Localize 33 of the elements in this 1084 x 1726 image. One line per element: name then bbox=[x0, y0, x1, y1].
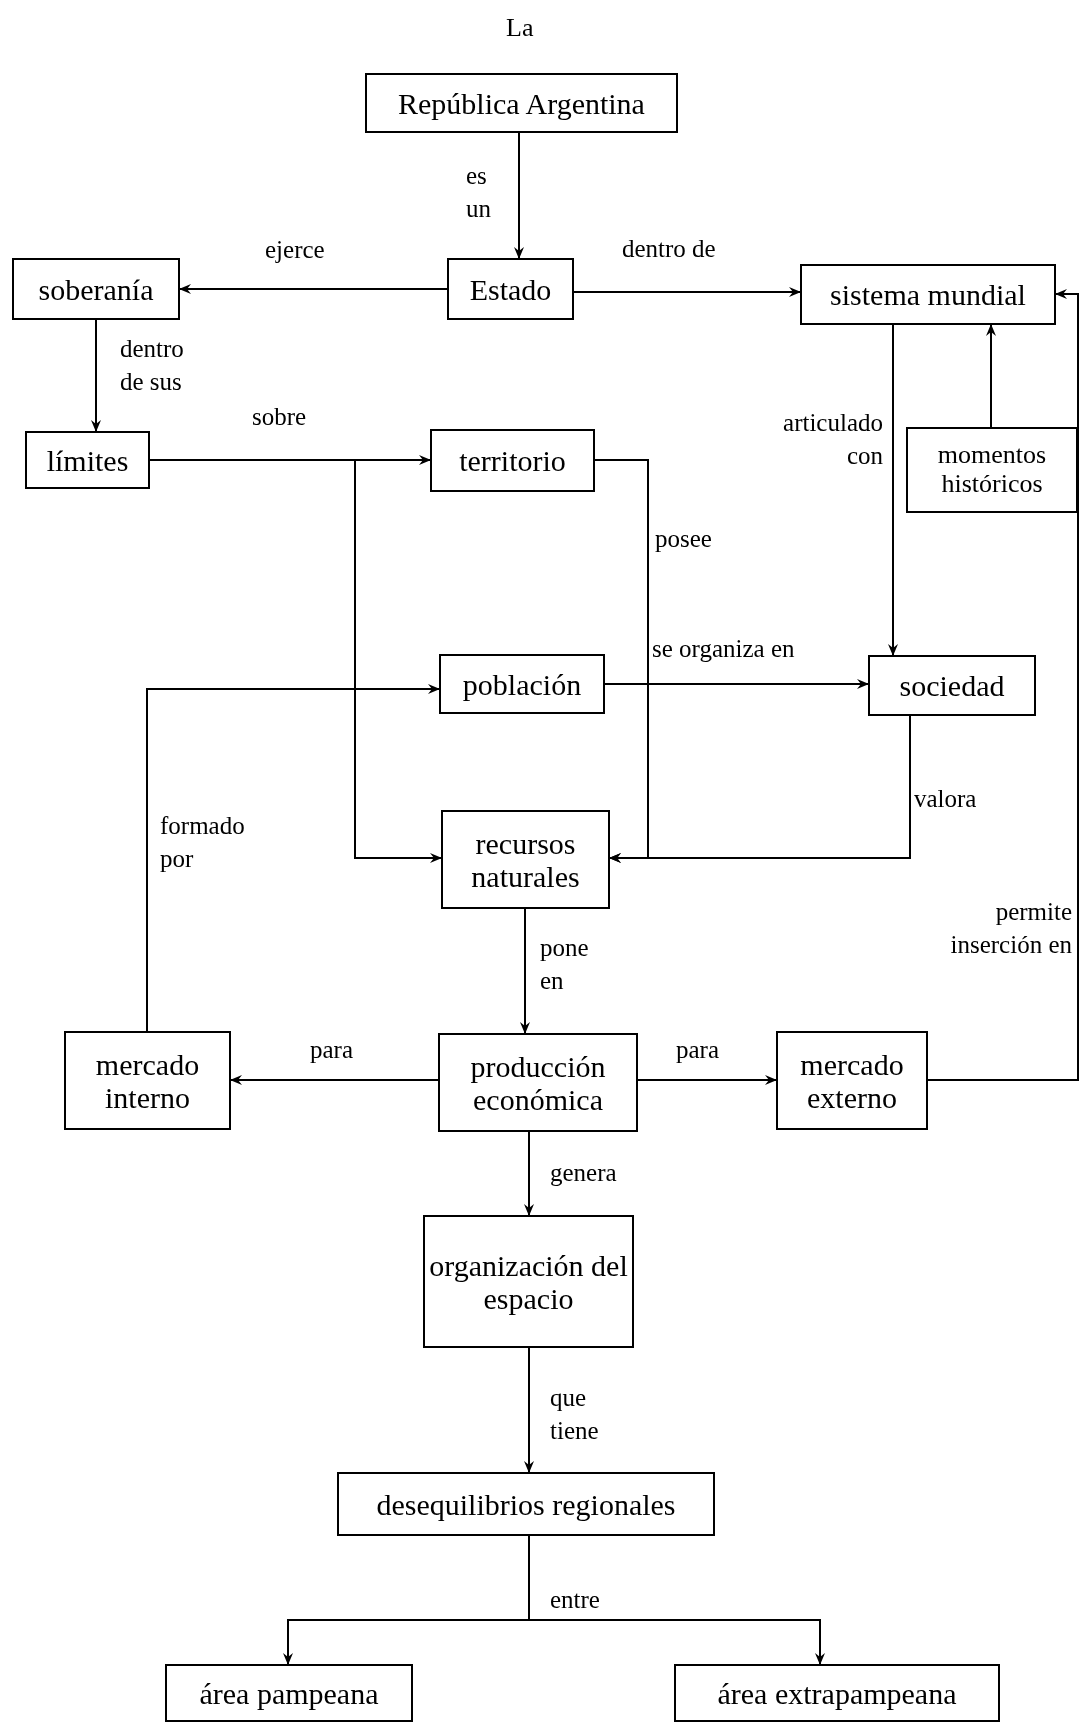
arrow bbox=[609, 715, 911, 863]
arrow bbox=[520, 908, 530, 1034]
arrow bbox=[91, 319, 101, 432]
heading-word: La bbox=[506, 12, 534, 44]
concept-box: límites bbox=[25, 431, 150, 489]
arrow bbox=[927, 289, 1079, 1081]
arrow bbox=[524, 1347, 534, 1473]
concept-box: recursos naturales bbox=[441, 810, 610, 909]
concept-box: mercado externo bbox=[776, 1031, 928, 1130]
arrow bbox=[986, 324, 996, 428]
arrow bbox=[514, 132, 524, 259]
arrow bbox=[573, 287, 801, 297]
concept-box: soberanía bbox=[12, 258, 180, 320]
arrow bbox=[230, 1075, 439, 1085]
concept-box: mercado interno bbox=[64, 1031, 231, 1130]
arrow bbox=[604, 679, 869, 689]
concept-box: República Argentina bbox=[365, 73, 678, 133]
arrow bbox=[524, 1131, 534, 1216]
concept-box: desequilibrios regionales bbox=[337, 1472, 715, 1536]
concept-box: producción económica bbox=[438, 1033, 638, 1132]
concept-box: área extrapampeana bbox=[674, 1664, 1000, 1722]
concept-box: sistema mundial bbox=[800, 264, 1056, 325]
concept-box: momentos históricos bbox=[906, 427, 1078, 513]
arrow bbox=[888, 324, 898, 656]
arrow bbox=[179, 284, 448, 294]
concept-box: área pampeana bbox=[165, 1664, 413, 1722]
concept-box: Estado bbox=[447, 258, 574, 320]
concept-box: sociedad bbox=[868, 655, 1036, 716]
concept-box: organización del espacio bbox=[423, 1215, 634, 1348]
arrow bbox=[637, 1075, 777, 1085]
concept-box: población bbox=[439, 654, 605, 714]
arrow bbox=[146, 684, 440, 1032]
concept-box: territorio bbox=[430, 429, 595, 492]
